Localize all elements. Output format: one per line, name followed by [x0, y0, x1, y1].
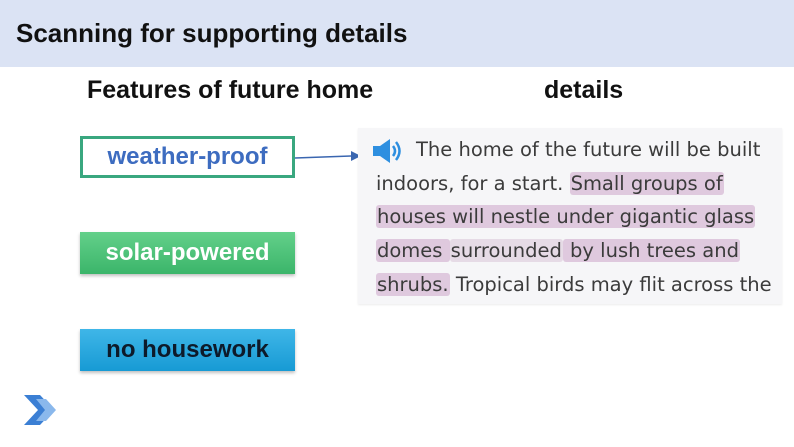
passage-line-3: houses will nestle under gigantic glass — [376, 205, 756, 228]
passage-text: indoors, for a start. — [376, 172, 570, 195]
passage-line-2: indoors, for a start. Small groups of — [376, 172, 724, 195]
slide-title: Scanning for supporting details — [16, 18, 408, 48]
highlighted-text: shrubs. — [376, 273, 450, 296]
header-band — [0, 0, 794, 67]
passage-text: Tropical birds may flit across the — [449, 273, 772, 296]
feature-solar-powered-button[interactable]: solar-powered — [80, 232, 295, 274]
passage-excerpt: The home of the future will be built ind… — [358, 128, 782, 304]
connector-arrow — [295, 151, 361, 161]
highlighted-text-light: surrounded — [449, 239, 563, 262]
feature-no-housework-button[interactable]: no housework — [80, 329, 295, 371]
passage-line-4: domes surrounded by lush trees and — [376, 239, 740, 262]
passage-line-1: The home of the future will be built — [416, 138, 761, 161]
highlighted-text: Small groups of — [569, 172, 724, 195]
feature-weather-proof-button[interactable]: weather-proof — [80, 136, 295, 178]
details-column-heading: details — [544, 76, 624, 104]
highlighted-text: by lush trees and — [562, 239, 740, 262]
features-column-heading: Features of future home — [87, 76, 374, 104]
highlighted-text: houses will nestle under gigantic glass — [376, 205, 756, 228]
highlighted-text: domes — [376, 239, 450, 262]
chevron-logo-icon — [24, 395, 56, 425]
passage-line-5: shrubs. Tropical birds may flit across t… — [376, 273, 772, 296]
speaker-icon[interactable] — [366, 136, 404, 166]
